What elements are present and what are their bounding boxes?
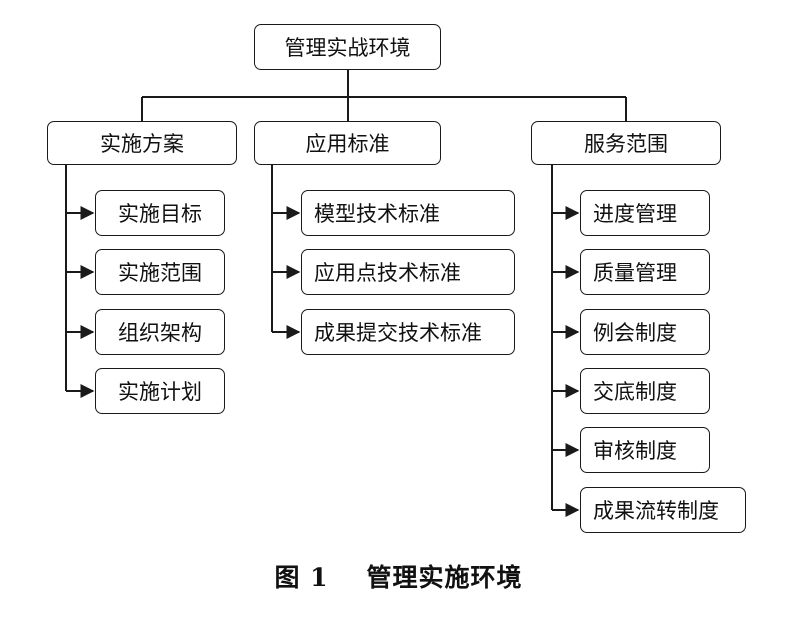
- child-node-1-4: 实施计划: [95, 368, 225, 414]
- child-node-1-2: 实施范围: [95, 249, 225, 295]
- figure-caption: 图 1 管理实施环境: [0, 558, 797, 594]
- child-node-3-3: 例会制度: [580, 309, 710, 355]
- root-node: 管理实战环境: [254, 24, 441, 70]
- branch-node-service-scope: 服务范围: [531, 121, 721, 165]
- child-node-3-6: 成果流转制度: [580, 487, 746, 533]
- figure-number: 图 1: [274, 563, 329, 592]
- figure-title: 管理实施环境: [366, 563, 523, 592]
- child-node-1-3: 组织架构: [95, 309, 225, 355]
- child-node-2-1: 模型技术标准: [301, 190, 515, 236]
- child-node-1-1: 实施目标: [95, 190, 225, 236]
- child-node-3-4: 交底制度: [580, 368, 710, 414]
- branch-node-implementation-plan: 实施方案: [47, 121, 237, 165]
- child-node-3-2: 质量管理: [580, 249, 710, 295]
- child-node-3-1: 进度管理: [580, 190, 710, 236]
- child-node-3-5: 审核制度: [580, 427, 710, 473]
- child-node-2-2: 应用点技术标准: [301, 249, 515, 295]
- child-node-2-3: 成果提交技术标准: [301, 309, 515, 355]
- branch-node-application-standards: 应用标准: [254, 121, 441, 165]
